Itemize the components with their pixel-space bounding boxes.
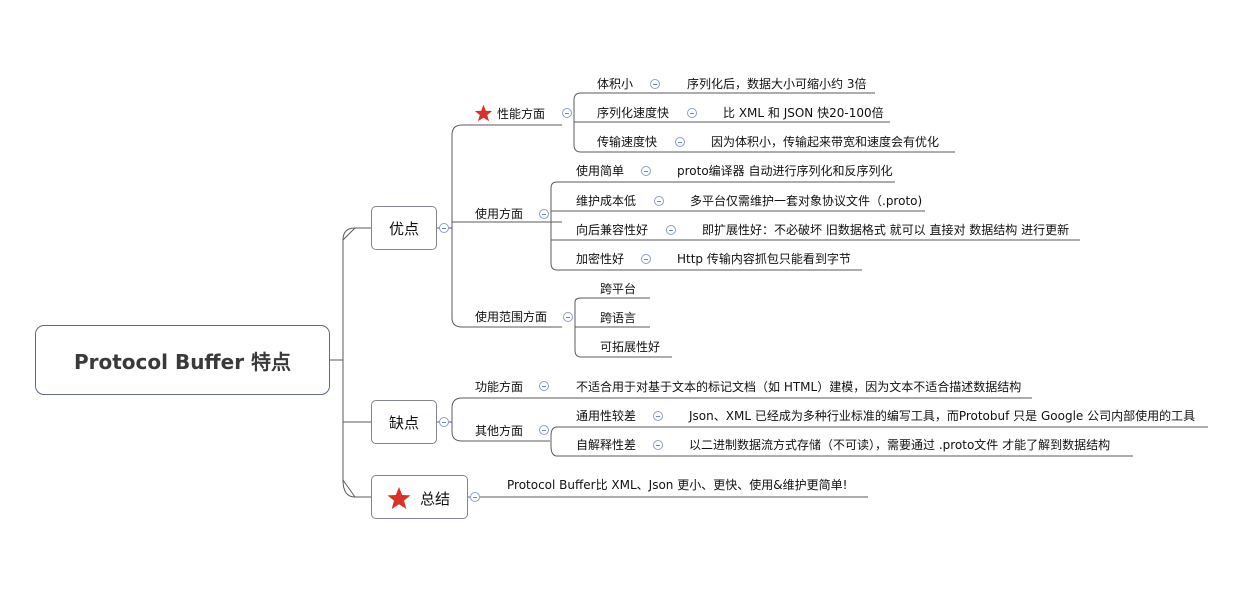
performance-label[interactable]: 性能方面 xyxy=(497,107,546,121)
function-note: 不适合用于对基于文本的标记文档（如 HTML）建模，因为文本不适合描述数据结构 xyxy=(576,380,1022,394)
perf-item-size[interactable]: 体积小 xyxy=(597,77,634,91)
usage-collapse-icon[interactable] xyxy=(539,209,549,219)
disadvantages-collapse-icon[interactable] xyxy=(439,417,449,427)
root-node[interactable]: Protocol Buffer 特点 xyxy=(35,325,330,395)
other-item-generality-note: Json、XML 已经成为多种行业标准的编写工具，而Protobuf 只是 Go… xyxy=(689,409,1196,423)
other-item-selfdesc-collapse-icon[interactable] xyxy=(653,440,663,450)
usage-item-encrypt-note: Http 传输内容抓包只能看到字节 xyxy=(677,252,851,266)
usage-label[interactable]: 使用方面 xyxy=(475,207,524,221)
other-item-selfdesc[interactable]: 自解释性差 xyxy=(576,438,637,452)
summary-label: 总结 xyxy=(420,490,451,508)
other-item-generality-collapse-icon[interactable] xyxy=(653,411,663,421)
usage-item-simple-collapse-icon[interactable] xyxy=(641,166,651,176)
summary-node[interactable]: 总结 xyxy=(371,475,468,519)
scope-item-cross-language[interactable]: 跨语言 xyxy=(600,311,637,325)
usage-item-simple-note: proto编译器 自动进行序列化和反序列化 xyxy=(677,164,893,178)
perf-item-size-collapse-icon[interactable] xyxy=(650,79,660,89)
perf-item-speed[interactable]: 序列化速度快 xyxy=(597,106,670,120)
scope-label[interactable]: 使用范围方面 xyxy=(475,310,548,324)
other-item-generality[interactable]: 通用性较差 xyxy=(576,409,637,423)
advantages-collapse-icon[interactable] xyxy=(439,223,449,233)
perf-item-speed-note: 比 XML 和 JSON 快20-100倍 xyxy=(723,106,884,120)
root-label: Protocol Buffer 特点 xyxy=(73,349,292,374)
advantages-node[interactable]: 优点 xyxy=(371,206,437,250)
function-label[interactable]: 功能方面 xyxy=(475,380,524,394)
scope-collapse-icon[interactable] xyxy=(563,312,573,322)
other-item-selfdesc-note: 以二进制数据流方式存储（不可读），需要通过 .proto文件 才能了解到数据结构 xyxy=(689,438,1111,452)
usage-item-maintenance-note: 多平台仅需维护一套对象协议文件（.proto) xyxy=(690,194,923,208)
perf-item-transfer-collapse-icon[interactable] xyxy=(675,137,685,147)
usage-item-compat-note: 即扩展性好：不必破坏 旧数据格式 就可以 直接对 数据结构 进行更新 xyxy=(702,223,1070,237)
summary-collapse-icon[interactable] xyxy=(470,492,480,502)
usage-item-encrypt[interactable]: 加密性好 xyxy=(576,252,625,266)
perf-item-transfer-note: 因为体积小，传输起来带宽和速度会有优化 xyxy=(711,135,940,149)
function-collapse-icon[interactable] xyxy=(539,381,549,391)
performance-collapse-icon[interactable] xyxy=(562,108,572,118)
perf-item-size-note: 序列化后，数据大小可缩小约 3倍 xyxy=(687,77,867,91)
disadvantages-label: 缺点 xyxy=(388,413,419,432)
other-label[interactable]: 其他方面 xyxy=(475,424,524,438)
usage-item-compat[interactable]: 向后兼容性好 xyxy=(576,223,649,237)
usage-item-simple[interactable]: 使用简单 xyxy=(576,164,625,178)
usage-item-encrypt-collapse-icon[interactable] xyxy=(641,254,651,264)
other-collapse-icon[interactable] xyxy=(539,425,549,435)
star-icon xyxy=(474,104,493,122)
summary-note: Protocol Buffer比 XML、Json 更小、更快、使用&维护更简单… xyxy=(507,478,848,492)
advantages-label: 优点 xyxy=(388,219,419,238)
perf-item-transfer[interactable]: 传输速度快 xyxy=(597,135,658,149)
star-icon xyxy=(387,487,411,509)
usage-item-maintenance[interactable]: 维护成本低 xyxy=(576,194,637,208)
usage-item-compat-collapse-icon[interactable] xyxy=(666,225,676,235)
usage-item-maintenance-collapse-icon[interactable] xyxy=(654,196,664,206)
scope-item-extensible[interactable]: 可拓展性好 xyxy=(600,340,661,354)
scope-item-cross-platform[interactable]: 跨平台 xyxy=(600,282,637,296)
disadvantages-node[interactable]: 缺点 xyxy=(371,400,437,444)
perf-item-speed-collapse-icon[interactable] xyxy=(687,108,697,118)
